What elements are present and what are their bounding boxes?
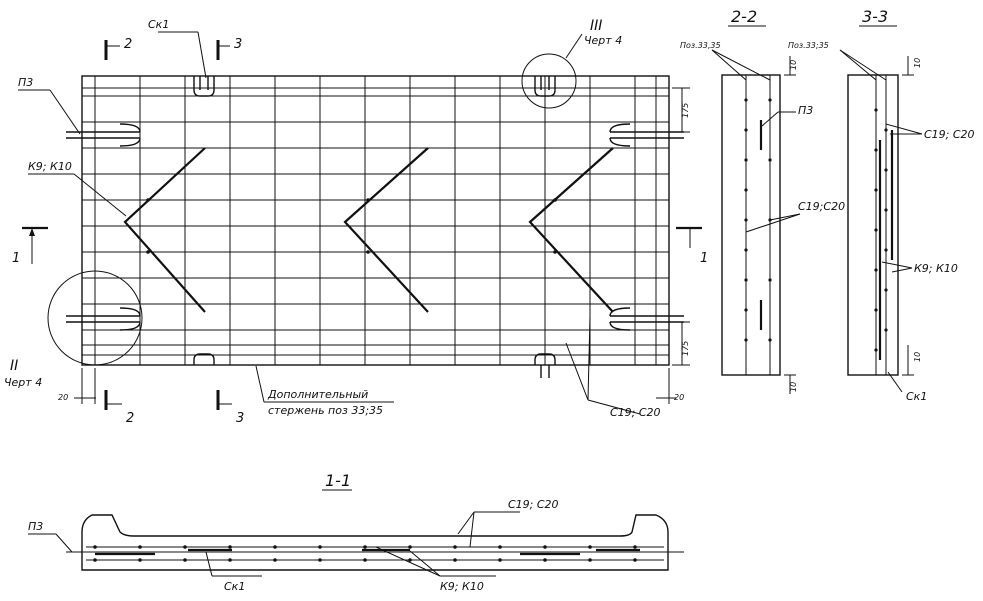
section-3-bottom-label: 3 bbox=[236, 411, 244, 426]
section-2-top-label: 2 bbox=[124, 37, 132, 52]
section-3-3-title: 3-3 bbox=[862, 7, 888, 26]
label-poz-3-3: Поз.33;35 bbox=[788, 41, 829, 50]
section-1-left-label: 1 bbox=[12, 251, 20, 266]
detail-circle-ii bbox=[47, 270, 143, 366]
dim-10-2-2-top: 10 bbox=[789, 60, 798, 70]
lifting-loops-ck1 bbox=[193, 76, 556, 378]
side-anchors-p3 bbox=[66, 123, 684, 331]
label-p3-1-1: П3 bbox=[28, 520, 43, 533]
label-k9-k10: К9; К10 bbox=[28, 160, 72, 173]
dim-20-left: 20 bbox=[58, 393, 68, 402]
label-chert4-ii: Черт 4 bbox=[4, 376, 42, 389]
grid-horizontal-bars bbox=[82, 87, 669, 356]
label-ck1-3-3: Ск1 bbox=[906, 390, 927, 403]
section-1-right-label: 1 bbox=[700, 251, 708, 266]
label-c19-c20-2-2: С19;С20 bbox=[798, 200, 845, 213]
section-1-1-title: 1-1 bbox=[325, 471, 351, 490]
label-roman-ii: II bbox=[10, 358, 18, 374]
bent-bars-k9-k10 bbox=[123, 147, 614, 313]
section-3-top-label: 3 bbox=[234, 37, 242, 52]
section-3-3: 3-3 Поз.33;35 С19; С20 К9; bbox=[788, 7, 975, 403]
section-2-bottom-label: 2 bbox=[126, 411, 134, 426]
dim-10-3-3-top: 10 bbox=[913, 58, 922, 68]
section-2-2-title: 2-2 bbox=[731, 7, 757, 26]
dim-20-right: 20 bbox=[674, 393, 684, 402]
dim-10-3-3-bottom: 10 bbox=[913, 352, 922, 362]
label-dop-line2: стержень поз 33;35 bbox=[268, 404, 383, 417]
label-k9-k10-3-3: К9; К10 bbox=[914, 262, 958, 275]
plan-view: 1 1 2 3 2 3 bbox=[4, 18, 708, 426]
dim-175-bottom: 175 bbox=[681, 341, 690, 356]
label-chert4-iii: Черт 4 bbox=[584, 34, 622, 47]
bent-bar-dots bbox=[146, 198, 557, 254]
label-p3-2-2: П3 bbox=[798, 104, 813, 117]
label-ck1-1-1: Ск1 bbox=[224, 580, 245, 593]
label-c19-c20-3-3: С19; С20 bbox=[924, 128, 975, 141]
label-poz-2-2: Поз.33,35 bbox=[680, 41, 721, 50]
label-k9-k10-1-1: К9; К10 bbox=[440, 580, 484, 593]
label-dop-line1: Дополнительный bbox=[267, 388, 368, 401]
section-2-2: 2-2 Поз.33,35 П3 С19;С20 10 bbox=[680, 7, 845, 394]
label-c19-c20-1-1: С19; С20 bbox=[508, 498, 559, 511]
dim-175-top: 175 bbox=[681, 103, 690, 118]
grid-vertical-bars bbox=[94, 76, 657, 365]
detail-circle-iii bbox=[521, 53, 577, 109]
label-roman-iii: III bbox=[590, 18, 602, 34]
leader-lines bbox=[18, 31, 641, 415]
section-1-1: 1-1 bbox=[28, 471, 684, 593]
dim-10-2-2-bottom: 10 bbox=[789, 382, 798, 392]
label-p3: П3 bbox=[18, 76, 33, 89]
label-c19-c20-plan: С19; С20 bbox=[610, 406, 661, 419]
slab-outline bbox=[81, 75, 670, 366]
label-ck1-top: Ск1 bbox=[148, 18, 169, 31]
